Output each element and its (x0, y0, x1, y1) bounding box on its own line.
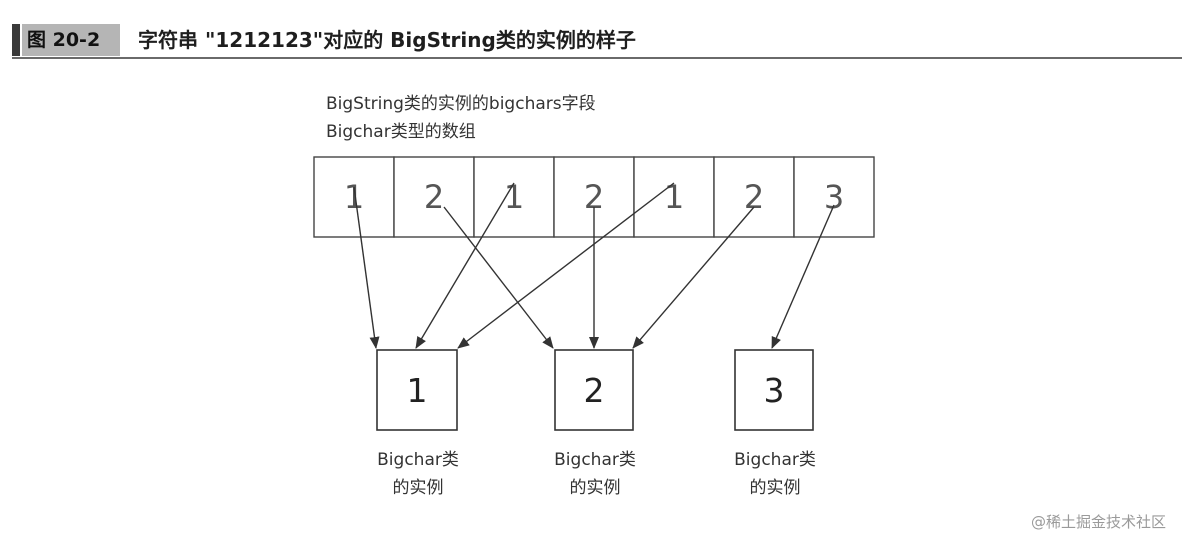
reference-arrow (415, 182, 515, 349)
reference-arrow (443, 206, 554, 349)
header-rule (12, 57, 1182, 59)
instance-caption-line2: 的实例 (392, 478, 444, 498)
header-accent-bar (12, 24, 20, 56)
bigchar-instance-value: 3 (764, 371, 785, 410)
array-cell-value: 1 (344, 178, 364, 216)
watermark: @稀土掘金技术社区 (1030, 513, 1166, 531)
instance-caption-line1: Bigchar类 (377, 450, 459, 470)
figure-header: 图 20-2 字符串 "1212123"对应的 BigString类的实例的样子 (0, 0, 1184, 60)
array-cell-value: 2 (584, 178, 604, 216)
reference-arrow (771, 204, 835, 349)
instance-caption-line2: 的实例 (569, 478, 621, 498)
reference-arrow (353, 186, 380, 349)
instance-caption-line2: 的实例 (749, 478, 801, 498)
instance-caption-1: Bigchar类 的实例 (348, 446, 488, 502)
array-cell-value: 2 (744, 178, 764, 216)
instance-caption-2: Bigchar类 的实例 (525, 446, 665, 502)
instance-caption-line1: Bigchar类 (554, 450, 636, 470)
figure-title: 字符串 "1212123"对应的 BigString类的实例的样子 (138, 28, 636, 52)
array-cell (793, 156, 875, 238)
array-caption: BigString类的实例的bigchars字段 Bigchar类型的数组 (326, 90, 596, 146)
array-cell-value: 3 (824, 178, 844, 216)
bigchar-instance-box (554, 349, 634, 431)
bigchar-instance-value: 2 (584, 371, 605, 410)
array-cell (313, 156, 395, 238)
bigchar-instance-value: 1 (407, 371, 428, 410)
reference-arrow (457, 182, 675, 349)
reference-arrows (353, 182, 835, 349)
figure-label: 图 20-2 (22, 24, 120, 56)
instance-caption-line1: Bigchar类 (734, 450, 816, 470)
bigchar-instances: 1 2 3 (376, 349, 814, 431)
array-cell-value: 1 (504, 178, 524, 216)
reference-arrow (632, 206, 755, 349)
array-caption-line1: BigString类的实例的bigchars字段 (326, 94, 596, 114)
array-cell (633, 156, 715, 238)
array-caption-line2: Bigchar类型的数组 (326, 122, 476, 142)
array-cell (393, 156, 475, 238)
instance-caption-3: Bigchar类 的实例 (705, 446, 845, 502)
bigchar-instance-box (376, 349, 458, 431)
array-cell-value: 2 (424, 178, 444, 216)
array-cell (713, 156, 795, 238)
array-cell (473, 156, 555, 238)
bigchar-instance-box (734, 349, 814, 431)
